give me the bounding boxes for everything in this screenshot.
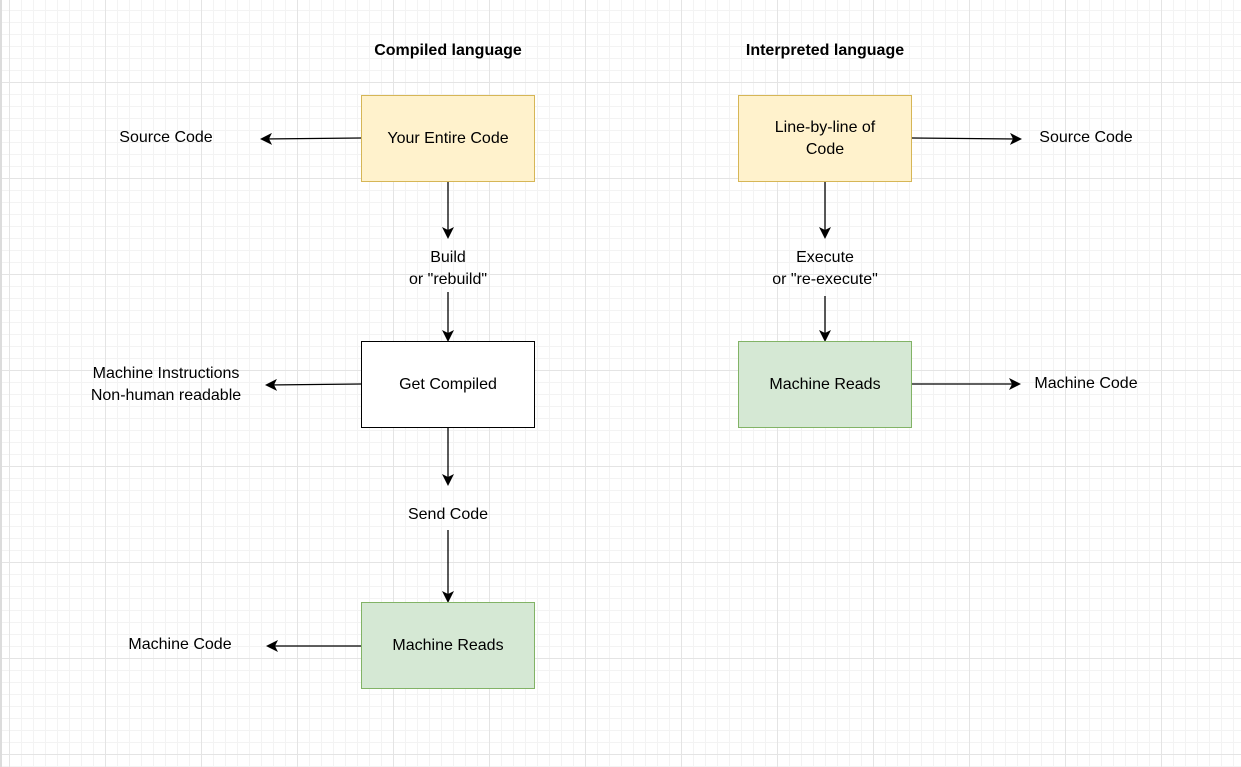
send-code-label: Send Code [407,506,489,523]
interpreted-heading: Interpreted language [745,42,905,59]
get-compiled-box[interactable]: Get Compiled [361,341,535,428]
machine-instructions-label: Machine Instructions Non-human readable [90,365,242,404]
line-by-line-label: Line-by-line of Code [774,118,876,158]
arrow-code-to-source [260,132,362,145]
execute-label: Execute or "re-execute" [772,249,878,288]
compiled-source-code-label: Source Code [119,129,213,146]
your-entire-code-label: Your Entire Code [387,129,509,147]
arrow-line-to-source [911,132,1022,145]
get-compiled-label: Get Compiled [399,375,497,393]
compiled-machine-code-label: Machine Code [128,636,232,653]
compiled-machine-reads-box[interactable]: Machine Reads [361,602,535,689]
interpreted-machine-reads-label: Machine Reads [769,375,881,393]
interpreted-machine-reads-box[interactable]: Machine Reads [738,341,912,428]
interpreted-source-code-label: Source Code [1039,129,1133,146]
compiled-heading: Compiled language [374,42,522,59]
compiled-machine-reads-label: Machine Reads [392,636,504,654]
build-label: Build or "rebuild" [408,249,488,288]
interpreted-machine-code-label: Machine Code [1034,375,1138,392]
arrow-compiled-to-instructions [265,378,362,391]
your-entire-code-box[interactable]: Your Entire Code [361,95,535,182]
line-by-line-box[interactable]: Line-by-line of Code [738,95,912,182]
